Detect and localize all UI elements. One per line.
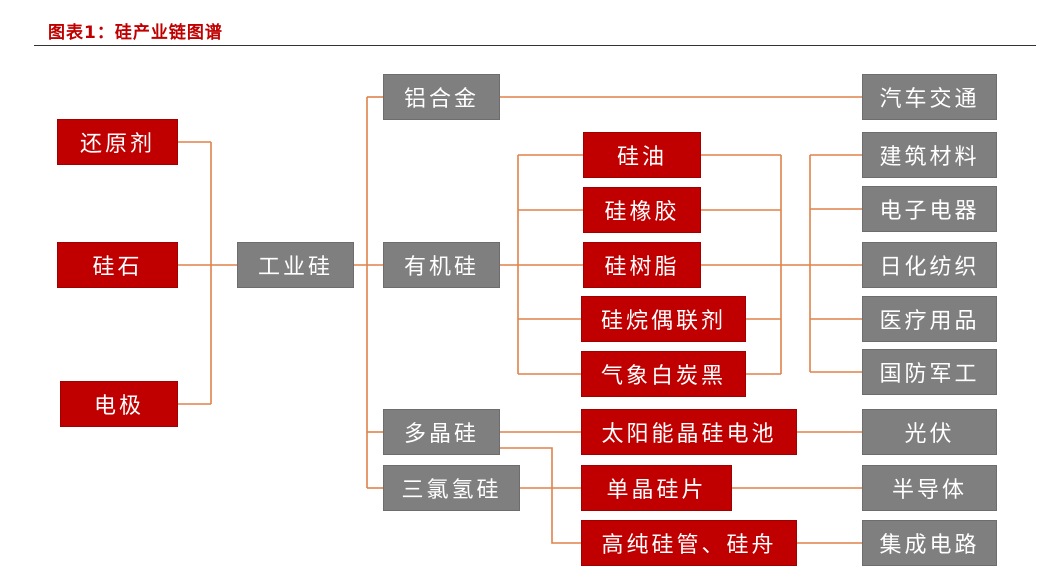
node-monocrystalline-wafer: 单晶硅片	[581, 465, 732, 511]
node-industrial-silicon: 工业硅	[237, 242, 354, 288]
node-organic-silicon: 有机硅	[383, 242, 500, 288]
node-fumed-silica: 气象白炭黑	[581, 351, 746, 397]
node-defense-industry: 国防军工	[862, 349, 997, 395]
node-solar-cell: 太阳能晶硅电池	[581, 409, 797, 455]
node-electronics: 电子电器	[862, 186, 997, 232]
node-silicone-rubber: 硅橡胶	[583, 187, 701, 233]
node-semiconductor: 半导体	[862, 465, 997, 511]
node-reducing-agent: 还原剂	[57, 119, 178, 165]
node-high-purity-quartz: 高纯硅管、硅舟	[581, 520, 797, 566]
node-silicone-oil: 硅油	[583, 132, 701, 178]
node-integrated-circuit: 集成电路	[862, 520, 997, 566]
node-aluminum-alloy: 铝合金	[383, 74, 500, 120]
node-daily-chemical-textile: 日化纺织	[862, 242, 997, 288]
node-silicone-resin: 硅树脂	[583, 242, 701, 288]
node-electrode: 电极	[60, 381, 178, 427]
connector-poly-quartz	[500, 447, 581, 544]
node-trichlorosilane: 三氯氢硅	[383, 465, 520, 511]
node-silane-coupling-agent: 硅烷偶联剂	[581, 296, 746, 342]
node-automotive: 汽车交通	[862, 74, 997, 120]
node-construction-materials: 建筑材料	[862, 132, 997, 178]
title-divider	[34, 45, 1036, 46]
node-silica-stone: 硅石	[57, 242, 178, 288]
node-medical-supplies: 医疗用品	[862, 296, 997, 342]
page-title: 图表1：硅产业链图谱	[48, 23, 223, 43]
node-polysilicon: 多晶硅	[383, 409, 500, 455]
node-photovoltaic: 光伏	[862, 409, 997, 455]
